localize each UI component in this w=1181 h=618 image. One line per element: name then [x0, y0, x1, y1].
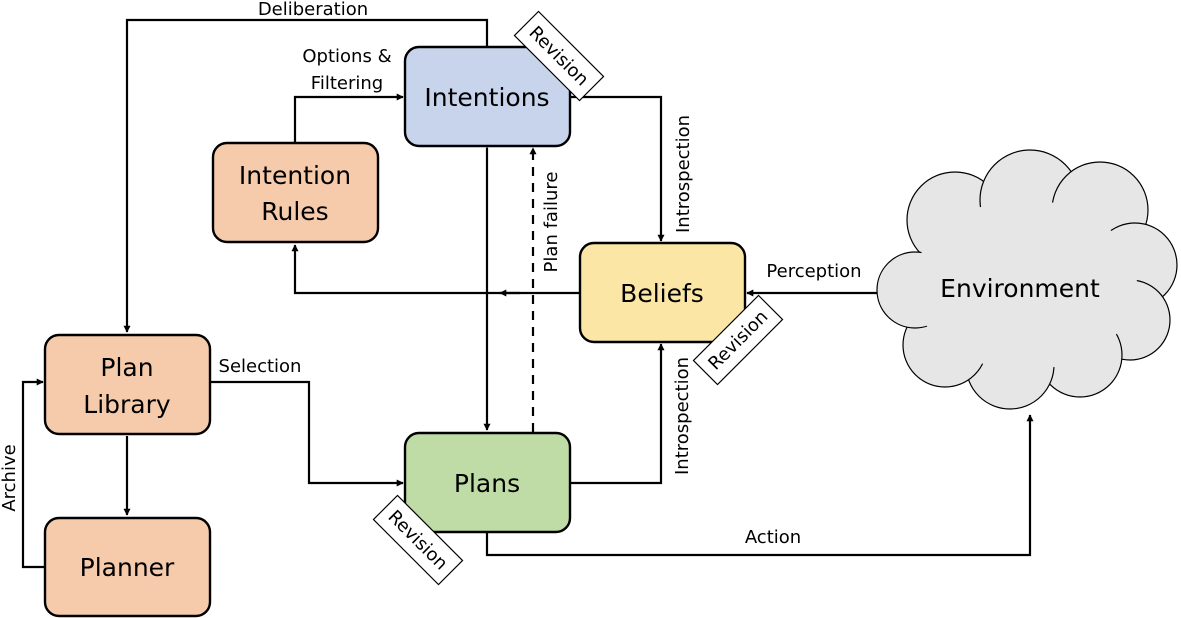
intentions-label: Intentions — [424, 83, 549, 112]
deliberation-label: Deliberation — [258, 0, 368, 20]
action-connector — [485, 414, 1034, 557]
options-filtering-connector — [293, 93, 404, 143]
options-filtering-label-line1: Options & — [302, 46, 391, 67]
intention-rules-label-line1: Intention — [239, 161, 351, 190]
perception-label: Perception — [766, 261, 861, 282]
plan-library-node: Plan Library — [43, 333, 212, 436]
intention-rules-node: Intention Rules — [211, 141, 380, 244]
introspection-top-label: Introspection — [673, 115, 694, 233]
selection-label: Selection — [219, 356, 302, 377]
options-filtering-label-line2: Filtering — [311, 73, 383, 94]
action-label: Action — [745, 527, 801, 548]
plan-library-label-line2: Library — [83, 390, 171, 419]
beliefs-label: Beliefs — [620, 279, 704, 308]
environment-cloud: Environment — [876, 149, 1178, 410]
intentions-node: Intentions — [403, 45, 572, 148]
archive-connector — [21, 378, 45, 569]
beliefs-to-rules-connector — [291, 244, 580, 295]
deliberation-connector — [123, 18, 489, 333]
plan-library-label-line1: Plan — [100, 353, 153, 382]
plans-label: Plans — [454, 469, 520, 498]
selection-connector — [210, 380, 404, 487]
environment-label: Environment — [940, 274, 1100, 303]
planner-node: Planner — [43, 516, 212, 618]
plan-failure-label: Plan failure — [541, 172, 562, 273]
plans-node: Plans — [403, 431, 572, 534]
archive-label: Archive — [0, 444, 20, 511]
planner-label: Planner — [80, 553, 175, 582]
introspection-bottom-label: Introspection — [672, 357, 693, 475]
introspection-bottom-connector — [570, 343, 665, 485]
intention-rules-label-line2: Rules — [261, 197, 328, 226]
introspection-top-connector — [570, 95, 665, 242]
beliefs-node: Beliefs — [578, 241, 747, 344]
